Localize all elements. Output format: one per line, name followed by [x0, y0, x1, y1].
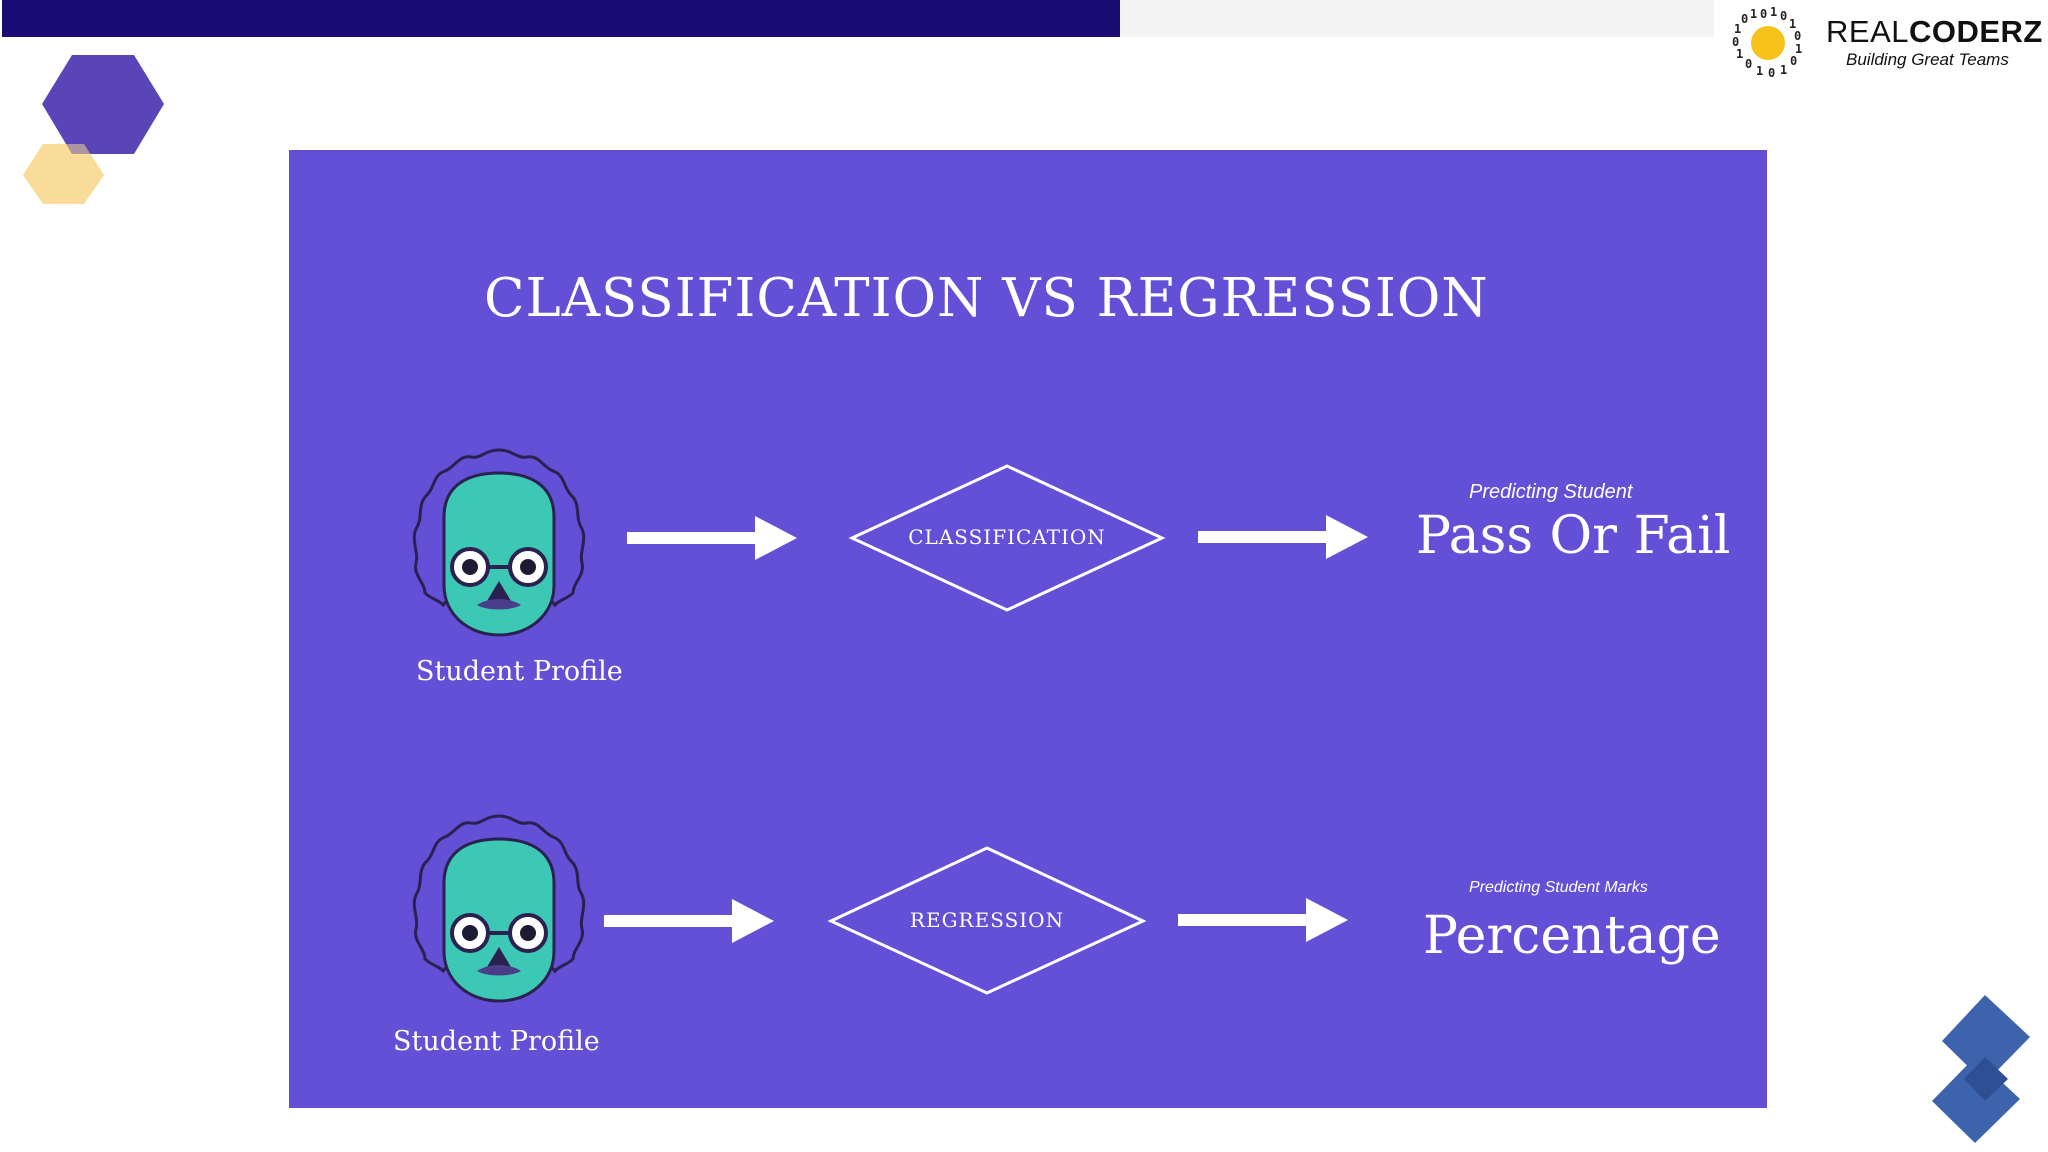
top-bar-light — [1120, 0, 1714, 37]
arrow-right-icon — [627, 516, 797, 560]
classification-diamond — [848, 464, 1166, 612]
regression-diamond — [827, 846, 1147, 995]
svg-text:0: 0 — [1790, 54, 1797, 68]
svg-text:1: 1 — [1795, 42, 1802, 56]
arrow-right-icon — [1198, 515, 1368, 559]
svg-text:1: 1 — [1780, 63, 1787, 77]
arrow-right-icon — [1178, 898, 1348, 942]
svg-text:0: 0 — [1741, 12, 1748, 26]
svg-text:0: 0 — [1745, 57, 1752, 71]
brand-name: REALCODERZ — [1826, 14, 2043, 49]
flow-diagram — [412, 448, 1368, 1003]
svg-text:0: 0 — [1768, 66, 1775, 80]
process-label-classification: CLASSIFICATION — [908, 525, 1106, 549]
brand-tagline: Building Great Teams — [1846, 50, 2009, 69]
svg-text:1: 1 — [1750, 7, 1757, 21]
slide-title: CLASSIFICATION VS REGRESSION — [484, 268, 1489, 329]
svg-text:1: 1 — [1734, 22, 1741, 36]
student-avatar-icon — [412, 448, 586, 637]
svg-text:0: 0 — [1732, 35, 1739, 49]
decorative-hexagons-icon — [23, 55, 164, 204]
input-label-row1: Student Profile — [416, 656, 623, 687]
process-label-regression: REGRESSION — [909, 908, 1065, 932]
slide-panel: CLASSIFICATION VS REGRESSION — [289, 150, 1767, 1108]
svg-text:0: 0 — [1760, 7, 1767, 21]
arrow-right-icon — [604, 899, 774, 943]
svg-text:1: 1 — [1756, 64, 1763, 78]
student-avatar-icon — [412, 814, 586, 1003]
svg-text:1: 1 — [1789, 17, 1796, 31]
decorative-corner-shape-icon — [1932, 995, 2030, 1143]
svg-text:0: 0 — [1794, 29, 1801, 43]
output-value-percentage: Percentage — [1423, 906, 1721, 966]
output-value-pass-fail: Pass Or Fail — [1416, 506, 1731, 566]
top-bar-dark — [2, 0, 1120, 37]
svg-text:0: 0 — [1780, 9, 1787, 23]
svg-text:1: 1 — [1770, 6, 1777, 19]
output-caption-row2: Predicting Student Marks — [1469, 879, 1648, 896]
input-label-row2: Student Profile — [393, 1026, 600, 1057]
output-caption-row1: Predicting Student — [1469, 481, 1633, 503]
svg-text:1: 1 — [1736, 47, 1743, 61]
